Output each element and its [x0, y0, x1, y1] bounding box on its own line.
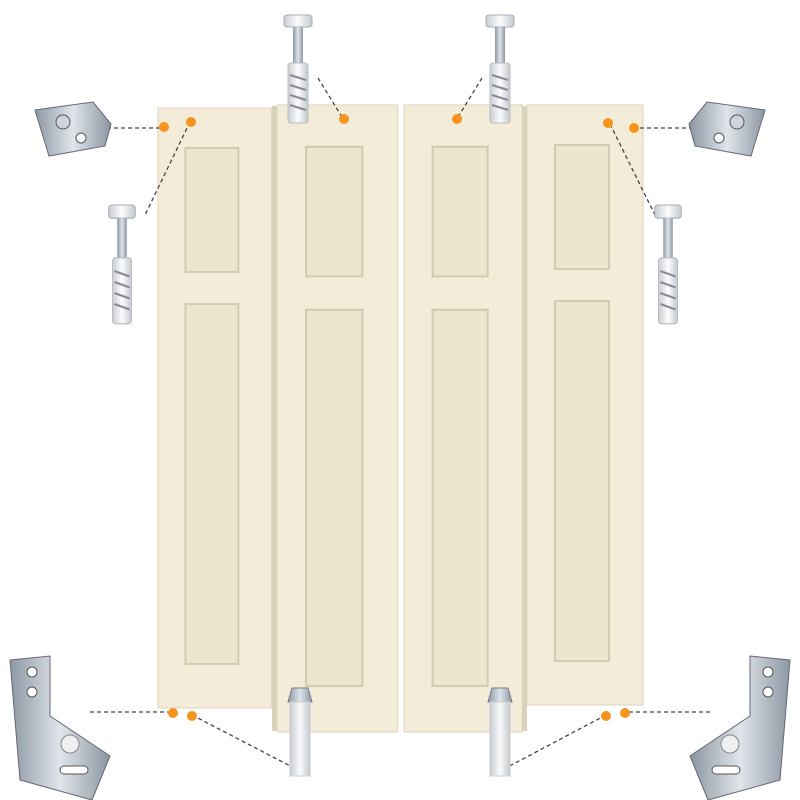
bifold-door-left	[157, 103, 399, 734]
hinge-gap	[272, 106, 277, 731]
door-panel-4	[526, 104, 644, 706]
hinge-gap	[522, 106, 527, 731]
door-panel-1	[157, 107, 273, 709]
bottom-pivot-pin-icon	[287, 687, 313, 777]
bottom-floor-bracket-icon	[9, 655, 111, 800]
bifold-door-right	[402, 103, 644, 734]
door-panel-2	[275, 103, 399, 734]
top-pivot-bracket-icon	[34, 101, 112, 157]
top-pivot-pin-icon	[653, 203, 683, 325]
top-pivot-pin-icon	[283, 14, 313, 124]
leader-lines	[90, 77, 710, 771]
pivot-points	[159, 114, 639, 721]
bottom-floor-bracket-icon	[689, 655, 791, 800]
top-pivot-pin-icon	[485, 14, 515, 124]
top-pivot-pin-icon	[107, 203, 137, 325]
bottom-pivot-pin-icon	[487, 687, 513, 777]
door-panel-3	[402, 103, 524, 734]
top-pivot-bracket-icon	[688, 101, 766, 157]
